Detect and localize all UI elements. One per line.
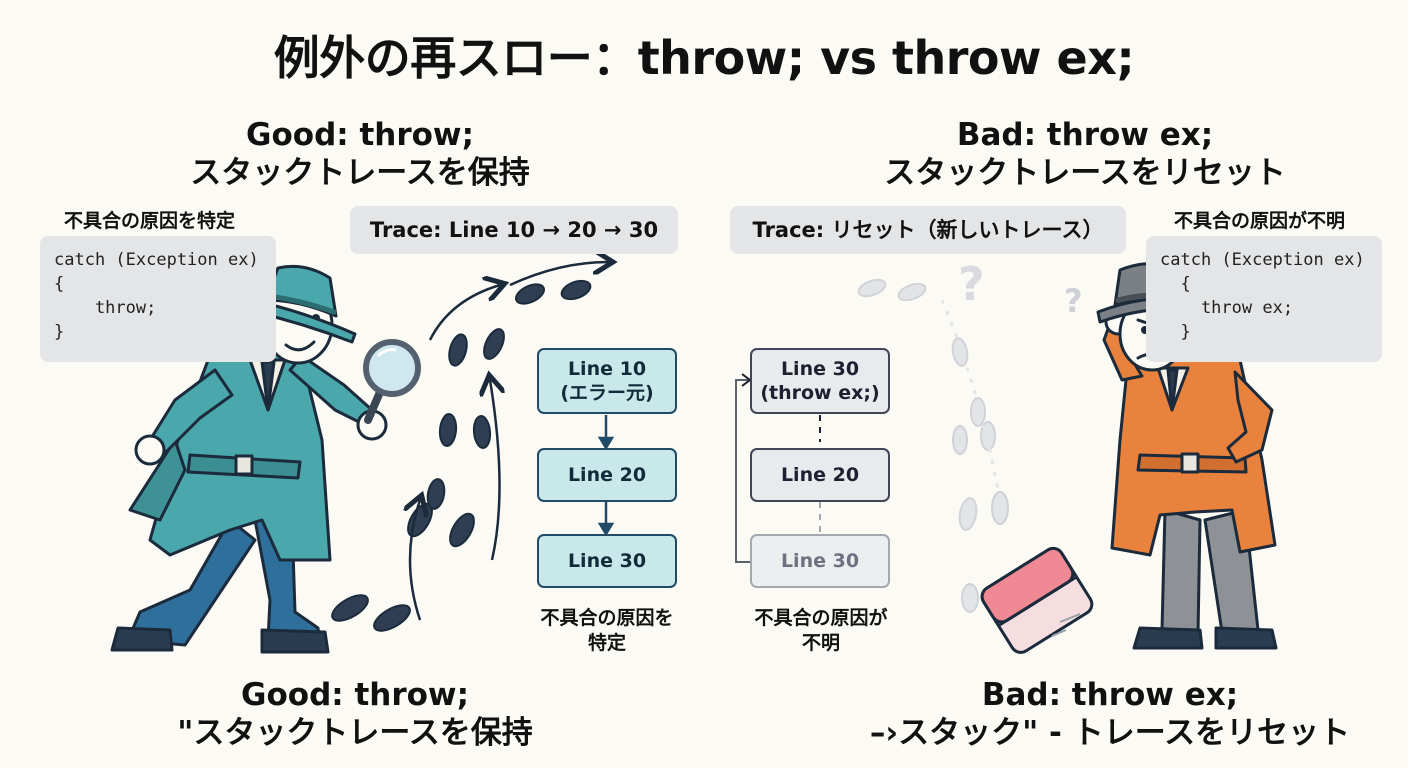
- bad-code-snippet: catch (Exception ex) { throw ex; }: [1146, 236, 1382, 362]
- trail-arrows: [410, 262, 608, 621]
- good-heading: Good: throw; スタックトレースを保持: [150, 116, 570, 192]
- good-heading-line2: スタックトレースを保持: [190, 155, 530, 191]
- flow-box-line1: Line 20: [780, 464, 860, 486]
- good-flow-box: Line 20: [537, 448, 677, 502]
- flow-box-line2: (throw ex;): [760, 382, 880, 404]
- question-mark-icon: ? ?: [958, 257, 1083, 320]
- bad-caption-line2: 不明: [801, 632, 840, 654]
- good-flow-arrows: [597, 415, 615, 537]
- flow-box-line1: Line 10: [567, 358, 647, 380]
- bad-bottom-line1: Bad: throw ex;: [981, 677, 1239, 713]
- flow-box-line1: Line 30: [567, 550, 647, 572]
- good-caption: 不具合の原因を 特定: [500, 606, 714, 656]
- good-bottom-line1: Good: throw;: [241, 677, 469, 713]
- bad-flow-box-faded: Line 30: [750, 534, 890, 588]
- good-note: 不具合の原因を特定: [64, 210, 236, 232]
- svg-text:?: ?: [1064, 282, 1083, 320]
- flow-box-line1: Line 30: [780, 358, 860, 380]
- bad-bottom-heading: Bad: throw ex; –›スタック" - トレースをリセット: [850, 676, 1370, 752]
- bad-heading: Bad: throw ex; スタックトレースをリセット: [870, 116, 1300, 192]
- footprint-icon: [857, 278, 1009, 613]
- eraser-icon: [980, 546, 1094, 654]
- bad-bottom-line2: –›スタック" - トレースをリセット: [869, 715, 1351, 751]
- bad-note: 不具合の原因が不明: [1174, 210, 1346, 232]
- good-flow-box: Line 10 (エラー元): [537, 348, 677, 414]
- good-caption-line1: 不具合の原因を: [540, 607, 674, 629]
- bad-caption-line1: 不具合の原因が: [754, 607, 888, 629]
- good-bottom-line2: "スタックトレースを保持: [177, 715, 533, 751]
- bad-trace-label: Trace: リセット（新しいトレース）: [730, 206, 1126, 254]
- good-heading-line1: Good: throw;: [246, 117, 474, 153]
- page-title: 例外の再スロー：throw; vs throw ex;: [273, 31, 1135, 85]
- good-code-snippet: catch (Exception ex) { throw; }: [40, 236, 276, 362]
- good-caption-line2: 特定: [587, 632, 626, 654]
- bad-flow-box: Line 30 (throw ex;): [750, 348, 890, 414]
- bad-caption: 不具合の原因が 不明: [714, 606, 928, 656]
- good-detective-illustration: [110, 264, 388, 654]
- good-bottom-heading: Good: throw; "スタックトレースを保持: [130, 676, 580, 752]
- good-trace-label: Trace: Line 10 → 20 → 30: [350, 206, 678, 254]
- bad-heading-line2: スタックトレースをリセット: [884, 155, 1286, 191]
- flow-box-line2: (エラー元): [560, 382, 654, 404]
- svg-text:?: ?: [958, 257, 985, 311]
- bad-heading-line1: Bad: throw ex;: [956, 117, 1214, 153]
- good-flow-box: Line 30: [537, 534, 677, 588]
- flow-box-line1: Line 20: [567, 464, 647, 486]
- flow-box-line1: Line 30: [780, 550, 860, 572]
- bad-flow-box: Line 20: [750, 448, 890, 502]
- magnifier-icon: [363, 339, 421, 424]
- bad-flow-connectors: [735, 373, 821, 563]
